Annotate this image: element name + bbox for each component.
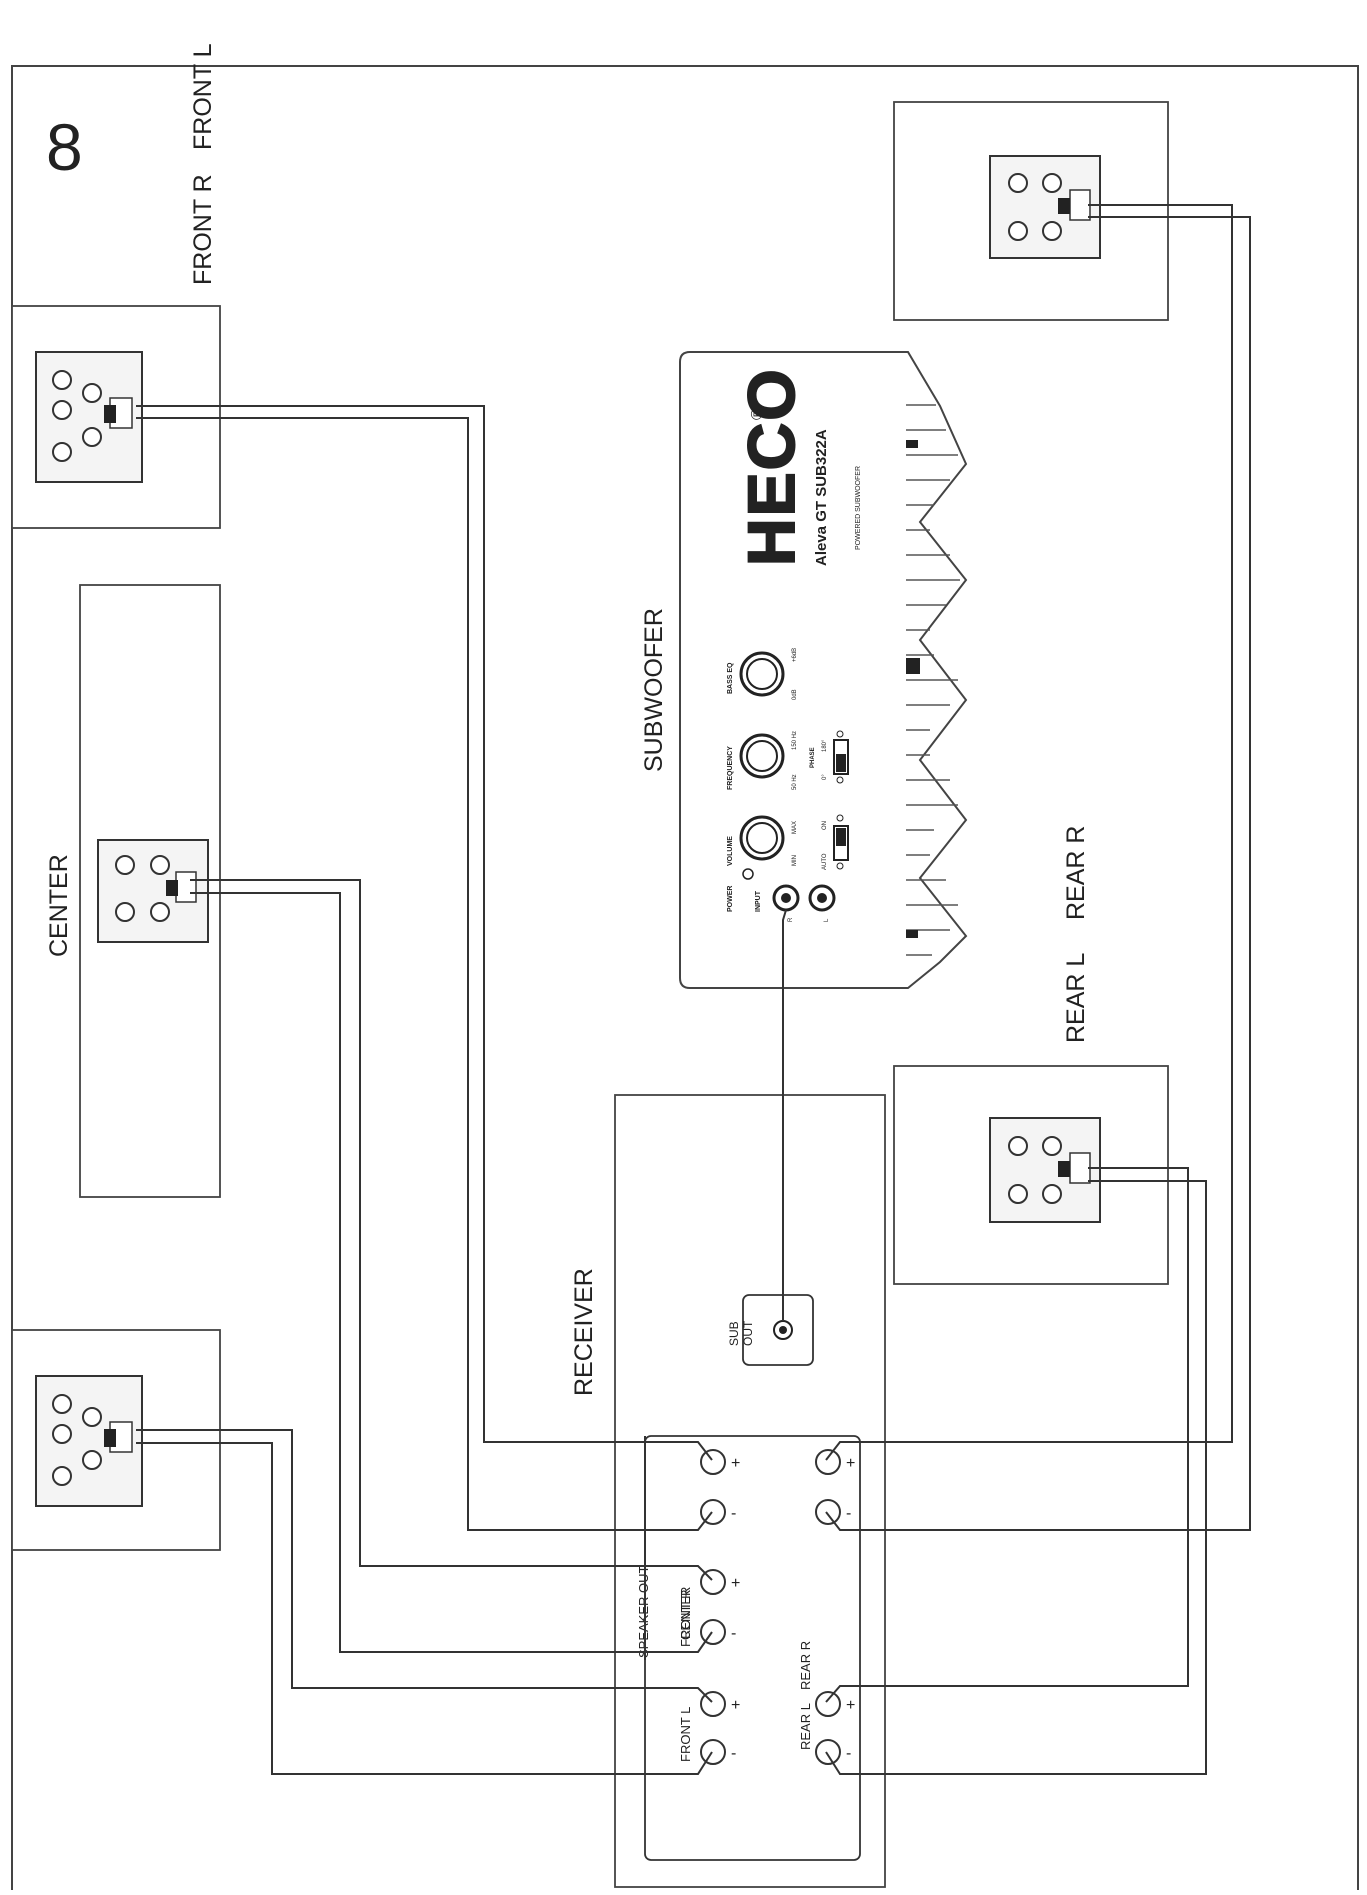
svg-text:+6dB: +6dB (792, 648, 798, 662)
svg-text:MIN: MIN (792, 855, 798, 866)
speaker-terminal (815, 1739, 841, 1765)
terminal-polarity: - (846, 1745, 851, 1762)
label-center: CENTER (45, 854, 73, 957)
rear-l-out-label: REAR L (798, 1703, 813, 1750)
svg-text:ON: ON (822, 821, 828, 830)
label-front-r: FRONT R (189, 174, 217, 285)
rear-r-out-label: REAR R (798, 1641, 813, 1690)
svg-text:VOLUME: VOLUME (727, 836, 734, 866)
front-l-speaker (11, 1329, 221, 1551)
label-rear-l: REAR L (1062, 953, 1090, 1043)
svg-text:OUT: OUT (741, 1320, 755, 1346)
speaker-terminal (815, 1691, 841, 1717)
svg-text:0°: 0° (822, 774, 828, 780)
svg-text:BASS EQ: BASS EQ (727, 662, 734, 694)
page-number: 8 (46, 110, 83, 184)
svg-text:FREQUENCY: FREQUENCY (727, 746, 734, 790)
heco-brand: HECO (734, 367, 808, 566)
terminal-polarity: + (731, 1575, 740, 1592)
frequency-knob: FREQUENCY 50 Hz 150 Hz (727, 731, 798, 790)
receiver-unit: SUB OUT SPEAKER OUT CENTER FRONT L FRONT… (614, 1094, 886, 1888)
terminal-polarity: + (731, 1697, 740, 1714)
subwoofer-model: Aleva GT SUB322A (813, 429, 830, 566)
speaker-terminal (700, 1619, 726, 1645)
speaker-terminal (700, 1449, 726, 1475)
power-label: POWER (727, 886, 734, 912)
terminal-polarity: + (731, 1455, 740, 1472)
speaker-terminal (815, 1449, 841, 1475)
svg-text:180°: 180° (822, 739, 828, 752)
heco-registered: ® (749, 408, 766, 420)
speaker-terminal (815, 1499, 841, 1525)
center-speaker (79, 584, 221, 1198)
svg-text:SUB: SUB (727, 1321, 741, 1346)
input-label: INPUT (755, 890, 762, 912)
svg-text:150 Hz: 150 Hz (792, 731, 798, 750)
room-frame (11, 65, 1359, 1890)
svg-text:R: R (788, 917, 794, 922)
phase-switch: PHASE 0° 180° (810, 730, 849, 784)
svg-text:AUTO: AUTO (822, 853, 828, 870)
label-receiver: RECEIVER (570, 1268, 598, 1396)
speaker-out-label: SPEAKER OUT (636, 1565, 651, 1658)
terminal-polarity: - (846, 1505, 851, 1522)
center-out-label: CENTER (678, 1587, 693, 1640)
front-l-out-label: FRONT L (678, 1707, 693, 1762)
terminal-polarity: - (731, 1505, 736, 1522)
subwoofer-subtitle: POWERED SUBWOOFER (855, 466, 862, 550)
svg-text:PHASE: PHASE (810, 747, 816, 768)
auto-on-switch: ON AUTO (822, 814, 849, 870)
label-rear-r: REAR R (1062, 826, 1090, 920)
terminal-polarity: + (846, 1697, 855, 1714)
svg-text:MAX: MAX (792, 821, 798, 834)
speaker-terminal (700, 1739, 726, 1765)
svg-text:0dB: 0dB (792, 689, 798, 700)
svg-text:50 Hz: 50 Hz (792, 774, 798, 790)
rear-r-speaker (893, 101, 1169, 321)
terminal-polarity: - (731, 1625, 736, 1642)
rear-l-speaker (893, 1065, 1169, 1285)
svg-text:L: L (824, 918, 830, 922)
front-r-speaker (11, 305, 221, 529)
label-subwoofer: SUBWOOFER (640, 608, 668, 772)
bass-eq-knob: BASS EQ 0dB +6dB (727, 648, 798, 700)
subwoofer-unit: HECO ® Aleva GT SUB322A POWERED SUBWOOFE… (679, 351, 968, 989)
terminal-polarity: + (846, 1455, 855, 1472)
wires (136, 204, 1251, 1775)
label-front-l: FRONT L (189, 43, 217, 150)
terminal-polarity: - (731, 1745, 736, 1762)
front-r-out-label: FRONT R (678, 1589, 693, 1647)
volume-knob: VOLUME MIN MAX (727, 815, 798, 866)
